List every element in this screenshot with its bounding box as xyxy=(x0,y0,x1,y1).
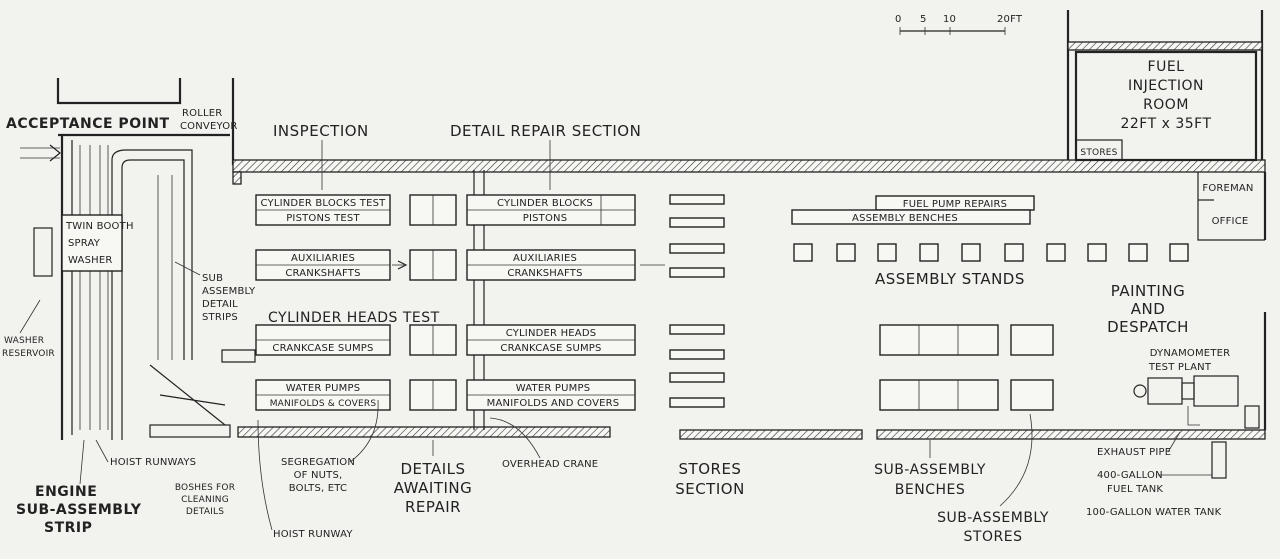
repair-1-line1: CYLINDER BLOCKS xyxy=(497,198,593,209)
fuel-injection-room: FUEL INJECTION ROOM 22FT x 35FT STORES F… xyxy=(1080,59,1253,227)
washer-label-1: WASHER xyxy=(4,336,44,346)
detail-strips-3: DETAIL xyxy=(202,299,238,310)
cylinder-heads-test-label: CYLINDER HEADS TEST xyxy=(268,310,440,326)
scale-tick-5: 5 xyxy=(920,14,927,25)
bench-4-line2: MANIFOLDS & COVERS xyxy=(270,399,377,409)
dyno-line2: TEST PLANT xyxy=(1148,362,1212,373)
sub-stores-2: STORES xyxy=(964,529,1023,545)
bench-2-line2: CRANKSHAFTS xyxy=(285,268,360,279)
repair-benches: CYLINDER BLOCKS PISTONS AUXILIARIES CRAN… xyxy=(466,194,665,411)
repair-1-line2: PISTONS xyxy=(523,213,568,224)
repair-3-line1: CYLINDER HEADS xyxy=(506,328,597,339)
repair-4-line2: MANIFOLDS AND COVERS xyxy=(487,398,620,409)
fuel-room-size: 22FT x 35FT xyxy=(1120,116,1211,132)
overhead-crane-label: OVERHEAD CRANE xyxy=(502,459,598,470)
engine-strip-3: STRIP xyxy=(44,520,92,536)
repair-2-line2: CRANKSHAFTS xyxy=(507,268,582,279)
hoist-runways-label: HOIST RUNWAYS xyxy=(110,457,196,468)
detail-repair-heading: DETAIL REPAIR SECTION xyxy=(450,122,641,140)
sub-stores-1: SUB-ASSEMBLY xyxy=(937,510,1049,526)
dyno-line1: DYNAMOMETER xyxy=(1150,348,1231,359)
acceptance-point-label: ACCEPTANCE POINT xyxy=(6,116,170,132)
bottom-labels: HOIST RUNWAYS ENGINE SUB-ASSEMBLY STRIP … xyxy=(16,399,1222,545)
repair-2-line1: AUXILIARIES xyxy=(513,253,577,264)
twin-booth-label-1: TWIN BOOTH xyxy=(65,221,134,232)
sub-assembly-benches xyxy=(879,324,1054,411)
fuel-room-line2: INJECTION xyxy=(1128,78,1204,94)
bench-1-line2: PISTONS TEST xyxy=(286,213,360,224)
assembly-stands-label: ASSEMBLY STANDS xyxy=(875,270,1025,288)
fuel-tank-2: FUEL TANK xyxy=(1107,484,1163,495)
segregation-2: OF NUTS, xyxy=(294,470,343,481)
stores-section-2: SECTION xyxy=(675,480,745,498)
fuel-room-line1: FUEL xyxy=(1148,59,1185,75)
details-awaiting-1: DETAILS xyxy=(400,460,465,478)
exhaust-pipe-label: EXHAUST PIPE xyxy=(1097,447,1171,458)
scale-tick-10: 10 xyxy=(943,14,956,25)
painting-line1: PAINTING xyxy=(1111,282,1185,300)
details-awaiting-2: AWAITING xyxy=(394,479,473,497)
bench-4-line1: WATER PUMPS xyxy=(286,383,361,394)
inspection-heading: INSPECTION xyxy=(273,122,369,140)
water-tank-label: 100-GALLON WATER TANK xyxy=(1086,507,1222,518)
hoist-runway-label: HOIST RUNWAY xyxy=(273,529,353,540)
fuel-pump-label: FUEL PUMP REPAIRS xyxy=(903,199,1007,210)
bench-3-line2: CRANKCASE SUMPS xyxy=(272,343,373,354)
repair-3-line2: CRANKCASE SUMPS xyxy=(500,343,601,354)
entry-equipment: ACCEPTANCE POINT ROLLER CONVEYOR TWIN BO… xyxy=(2,108,256,440)
detail-strips-4: STRIPS xyxy=(202,312,238,323)
stores-small-label: STORES xyxy=(1080,148,1117,158)
details-awaiting-3: REPAIR xyxy=(405,498,461,516)
boshes-3: DETAILS xyxy=(186,507,224,517)
fuel-tank-1: 400-GALLON xyxy=(1097,470,1163,481)
office-label: OFFICE xyxy=(1212,216,1249,227)
boshes-1: BOSHES FOR xyxy=(175,483,235,493)
roller-label-1: ROLLER xyxy=(182,108,222,119)
engine-strip-1: ENGINE xyxy=(35,484,97,500)
engine-strip-2: SUB-ASSEMBLY xyxy=(16,502,142,518)
stores-racks xyxy=(669,194,725,408)
boshes-2: CLEANING xyxy=(181,495,229,505)
detail-strips-2: ASSEMBLY xyxy=(202,286,256,297)
building-walls xyxy=(56,10,1267,440)
assembly-benches-label: ASSEMBLY BENCHES xyxy=(852,213,958,224)
assembly-stands: ASSEMBLY STANDS xyxy=(793,243,1189,288)
foreman-label: FOREMAN xyxy=(1202,183,1253,194)
scale-tick-0: 0 xyxy=(895,14,902,25)
painting-line2: AND xyxy=(1131,300,1166,318)
twin-booth-label-3: WASHER xyxy=(68,255,113,266)
fuel-room-line3: ROOM xyxy=(1143,97,1189,113)
washer-label-2: RESERVOIR xyxy=(2,349,55,359)
segregation-1: SEGREGATION xyxy=(281,457,355,468)
details-awaiting-racks xyxy=(392,194,457,411)
bench-1-line1: CYLINDER BLOCKS TEST xyxy=(261,198,387,209)
scale-bar: 0 5 10 20FT xyxy=(895,14,1023,35)
twin-booth-label-2: SPRAY xyxy=(68,238,101,249)
bench-2-line1: AUXILIARIES xyxy=(291,253,355,264)
segregation-3: BOLTS, ETC xyxy=(289,483,347,494)
sub-benches-2: BENCHES xyxy=(895,482,965,498)
inspection-benches: CYLINDER BLOCKS TEST PISTONS TEST AUXILI… xyxy=(255,194,391,411)
sub-benches-1: SUB-ASSEMBLY xyxy=(874,462,986,478)
detail-strips-1: SUB xyxy=(202,273,223,284)
scale-tick-20: 20FT xyxy=(997,14,1023,25)
painting-despatch: PAINTING AND DESPATCH DYNAMOMETER TEST P… xyxy=(1107,282,1260,479)
repair-4-line1: WATER PUMPS xyxy=(516,383,591,394)
roller-label-2: CONVEYOR xyxy=(180,121,237,132)
stores-section-1: STORES xyxy=(679,460,742,478)
painting-line3: DESPATCH xyxy=(1107,318,1189,336)
fuel-bench: FUEL PUMP REPAIRS ASSEMBLY BENCHES xyxy=(791,195,1035,225)
